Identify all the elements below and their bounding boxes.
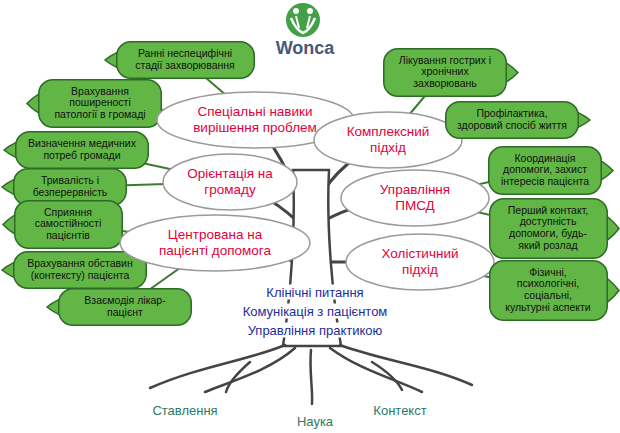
leaf-node: Перший контакт, доступність допомоги, бу… xyxy=(489,198,608,259)
leaf-body xyxy=(14,200,122,248)
leaf-body xyxy=(446,102,579,139)
node-text: Врахування поширеності патології в грома… xyxy=(50,86,150,121)
ellipse-node: Центрована на пацієнті допомога xyxy=(119,214,311,272)
node-text: Фізичні, психологічні, соціальні, культу… xyxy=(501,267,596,313)
node-text: Лікування гострих і хронічних захворюван… xyxy=(395,55,495,90)
node-text-block: Перший контакт, доступність допомоги, бу… xyxy=(501,205,596,251)
node-text-block: Спеціальні навики вирішення проблем xyxy=(188,104,323,135)
node-text: Управління ПМСД xyxy=(365,182,465,213)
leaf-node: Врахування обставин (контексту) пацієнта xyxy=(13,251,147,289)
leaf-node: Врахування поширеності патології в грома… xyxy=(38,79,162,128)
node-text: Врахування обставин (контексту) пацієнта xyxy=(25,258,135,281)
root-label: Наука xyxy=(297,414,333,429)
node-text-block: Координація допомоги, захист інтересів п… xyxy=(500,153,590,188)
node-text: Визначення медичних потреб громади xyxy=(27,138,137,161)
leaf-node: Координація допомоги, захист інтересів п… xyxy=(488,146,602,195)
leaf-body xyxy=(39,79,162,127)
node-text-block: Профілактика, здоровий спосіб життя xyxy=(457,108,567,131)
leaf-node: Сприяння самостійності пацієнтів xyxy=(14,200,123,249)
node-text: Комплексний підхід xyxy=(338,124,438,155)
ellipse-node: Управління ПМСД xyxy=(340,169,490,227)
ellipse-outline xyxy=(120,215,310,271)
node-text: Холістичний підхід xyxy=(370,246,470,277)
node-text: Сприяння самостійності пацієнтів xyxy=(26,207,111,242)
trunk-label: Управління практикою xyxy=(245,323,386,338)
node-text: Ранні неспецифічні стадії захворювання xyxy=(128,48,243,71)
trunk-label: Клінічні питання xyxy=(263,285,366,300)
leaf-body xyxy=(489,260,607,320)
leaf-body xyxy=(489,146,602,194)
node-text-block: Центрована на пацієнті допомога xyxy=(150,227,280,258)
node-text: Перший контакт, доступність допомоги, бу… xyxy=(501,205,596,251)
ellipse-outline xyxy=(314,112,462,168)
leaf-node: Профілактика, здоровий спосіб життя xyxy=(445,101,579,139)
node-text-block: Визначення медичних потреб громади xyxy=(27,138,137,161)
leaf-node: Визначення медичних потреб громади xyxy=(15,131,149,169)
leaf-node: Ранні неспецифічні стадії захворювання xyxy=(116,41,255,79)
leaf-body xyxy=(384,48,507,96)
node-text-block: Лікування гострих і хронічних захворюван… xyxy=(395,55,495,90)
node-text-block: Сприяння самостійності пацієнтів xyxy=(26,207,111,242)
logo-mark xyxy=(286,3,320,37)
node-text: Профілактика, здоровий спосіб життя xyxy=(457,108,567,131)
ellipse-node: Холістичний підхід xyxy=(345,233,495,291)
node-text-block: Врахування поширеності патології в грома… xyxy=(50,86,150,121)
node-text-block: Орієнтація на громаду xyxy=(185,166,275,197)
node-text-block: Фізичні, психологічні, соціальні, культу… xyxy=(501,267,596,313)
leaf-node: Лікування гострих і хронічних захворюван… xyxy=(383,48,507,97)
ellipse-outline xyxy=(346,234,494,290)
ellipse-node: Комплексний підхід xyxy=(313,111,463,169)
leaf-body xyxy=(14,252,147,289)
root-label: Ставлення xyxy=(152,403,217,418)
node-text-block: Комплексний підхід xyxy=(338,124,438,155)
trunk-label: Комунікація з пацієнтом xyxy=(240,304,391,319)
leaf-node: Взаємодія лікар-пацієнт xyxy=(58,288,192,326)
leaf-body xyxy=(16,132,149,169)
node-text: Орієнтація на громаду xyxy=(185,166,275,197)
node-text: Взаємодія лікар-пацієнт xyxy=(70,295,180,318)
node-text: Тривалість і безперервність xyxy=(25,175,115,198)
leaf-body xyxy=(489,198,607,258)
leaf-node: Фізичні, психологічні, соціальні, культу… xyxy=(489,260,608,321)
node-text: Центрована на пацієнті допомога xyxy=(150,227,280,258)
ellipse-outline xyxy=(341,170,489,226)
leaf-body xyxy=(59,289,192,326)
node-text-block: Управління ПМСД xyxy=(365,182,465,213)
node-text: Спеціальні навики вирішення проблем xyxy=(188,104,323,135)
leaf-body xyxy=(116,42,254,79)
node-text: Координація допомоги, захист інтересів п… xyxy=(500,153,590,188)
ellipse-node: Орієнтація на громаду xyxy=(162,153,298,211)
node-text-block: Тривалість і безперервність xyxy=(25,175,115,198)
ellipse-outline xyxy=(163,154,297,210)
node-text-block: Врахування обставин (контексту) пацієнта xyxy=(25,258,135,281)
root-label: Контекст xyxy=(373,403,426,418)
node-text-block: Ранні неспецифічні стадії захворювання xyxy=(128,48,243,71)
node-text-block: Холістичний підхід xyxy=(370,246,470,277)
node-text-block: Взаємодія лікар-пацієнт xyxy=(70,295,180,318)
logo-text: Wonca xyxy=(276,38,335,59)
roots xyxy=(150,345,472,404)
